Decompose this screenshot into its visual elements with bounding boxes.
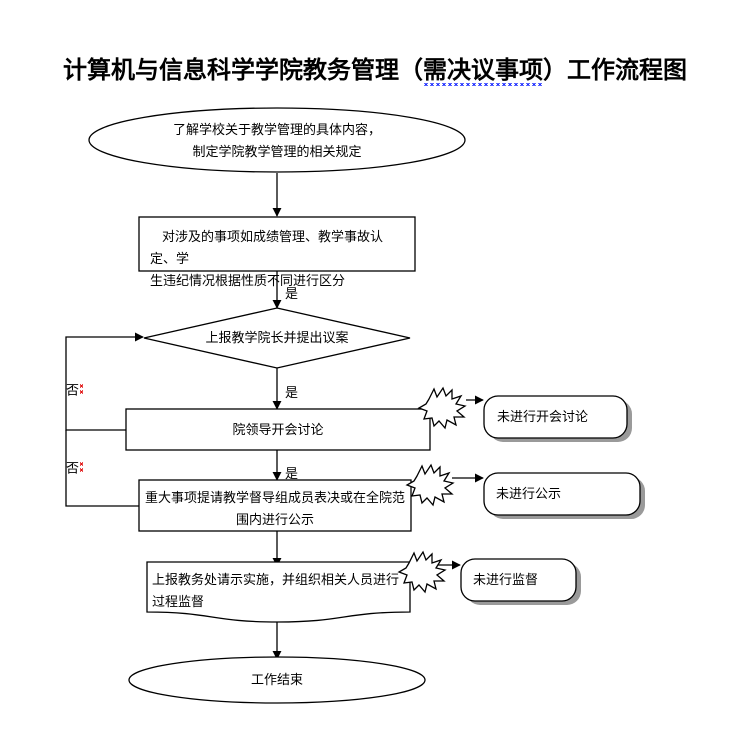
edge-label-yes-1: 是 bbox=[285, 286, 299, 301]
node-exception-publish[interactable] bbox=[483, 472, 641, 516]
node-decision[interactable] bbox=[143, 307, 411, 369]
page-title-part-before: 计算机与信息科学学院教务管理（ bbox=[63, 58, 423, 84]
page-title-spellcheck-term: 需决议事项 bbox=[423, 58, 543, 84]
page-title: 计算机与信息科学学院教务管理（需决议事项）工作流程图 bbox=[0, 50, 750, 85]
edge-label-yes-3: 是 bbox=[285, 466, 299, 481]
node-implement[interactable] bbox=[146, 561, 411, 623]
node-vote[interactable] bbox=[138, 479, 412, 532]
node-exception-supervise[interactable] bbox=[460, 558, 577, 602]
node-exception-meeting[interactable] bbox=[483, 395, 628, 439]
edge-label-yes-2: 是 bbox=[285, 385, 299, 400]
node-burst-3[interactable] bbox=[397, 550, 447, 594]
node-burst-2[interactable] bbox=[405, 463, 455, 507]
edge-label-no-1: 否 bbox=[62, 383, 83, 396]
node-end[interactable] bbox=[128, 656, 426, 704]
edge-label-no-2: 否 bbox=[62, 461, 83, 474]
node-meeting[interactable] bbox=[125, 408, 431, 451]
page-title-part-after: ）工作流程图 bbox=[543, 58, 687, 84]
node-start[interactable] bbox=[88, 107, 466, 173]
edge-vote-feedback-to-decision bbox=[65, 430, 139, 507]
node-classify[interactable] bbox=[138, 216, 416, 272]
node-burst-1[interactable] bbox=[417, 386, 467, 430]
